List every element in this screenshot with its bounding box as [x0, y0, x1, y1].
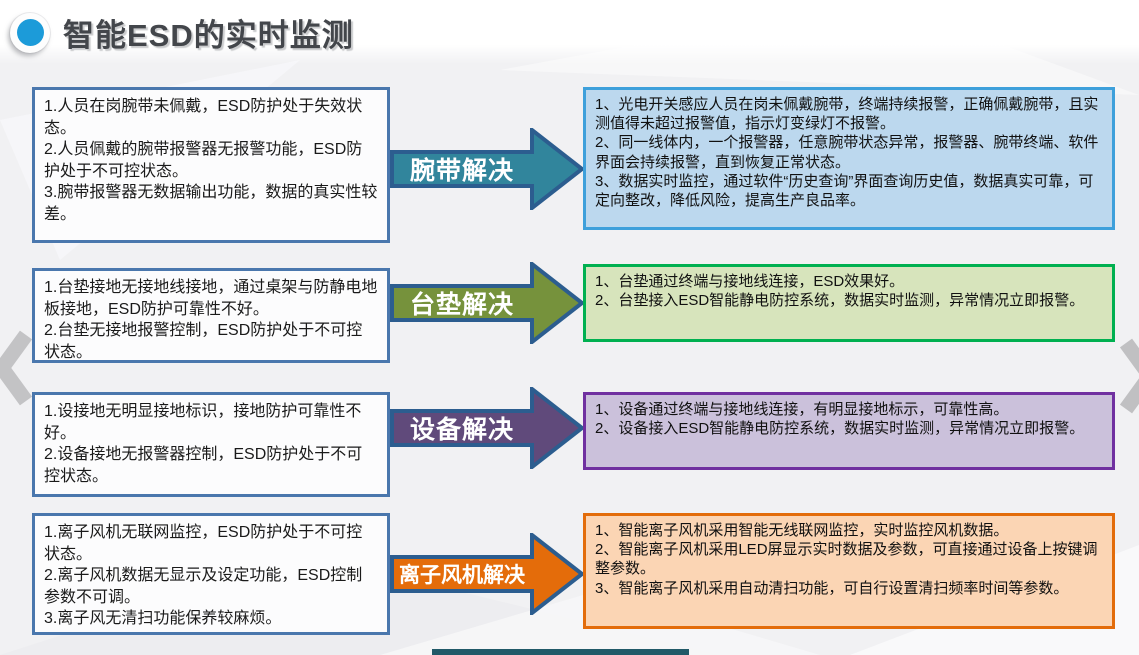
page-title: 智能ESD的实时监测 — [63, 18, 354, 53]
arrow-label-ionizer: 离子风机解决 — [399, 564, 525, 587]
arrow-shape — [390, 387, 584, 469]
solution-box-equipment: 1、设备通过终端与接地线连接，有明显接地标示，可靠性高。 2、设备接入ESD智能… — [583, 392, 1115, 470]
slide-header: 智能ESD的实时监测 — [10, 10, 354, 55]
title-bullet-icon — [10, 12, 50, 53]
chevron-left-icon — [0, 330, 33, 406]
arrow-wristband: 腕带解决 — [390, 128, 584, 210]
arrow-label-wristband: 腕带解决 — [409, 157, 514, 185]
arrow-shape — [390, 128, 584, 210]
problem-box-ionizer: 1.离子风机无联网监控，ESD防护处于不可控状态。 2.离子风机数据无显示及设定… — [32, 513, 390, 635]
carousel-prev-button[interactable] — [0, 328, 33, 408]
blue-dot-icon — [16, 19, 44, 46]
problem-box-wristband: 1.人员在岗腕带未佩戴，ESD防护处于失效状态。 2.人员佩戴的腕带报警器无报警… — [32, 87, 390, 243]
solution-box-wristband: 1、光电开关感应人员在岗未佩戴腕带，终端持续报警，正确佩戴腕带，且实测值得未超过… — [583, 87, 1115, 230]
arrow-equipment: 设备解决 — [390, 387, 584, 469]
problem-box-equipment: 1.设接地无明显接地标识，接地防护可靠性不好。 2.设备接地无报警器控制，ESD… — [32, 392, 390, 497]
arrow-mat: 台垫解决 — [390, 262, 584, 344]
carousel-next-button[interactable] — [1119, 336, 1139, 416]
solution-box-ionizer: 1、智能离子风机采用智能无线联网监控，实时监控风机数据。 2、智能离子风机采用L… — [583, 513, 1115, 629]
arrow-label-equipment: 设备解决 — [409, 416, 514, 444]
arrow-shape — [390, 533, 584, 615]
arrow-shape — [390, 262, 584, 344]
chevron-right-icon — [1119, 338, 1139, 414]
problem-box-mat: 1.台垫接地无接地线接地，通过桌架与防静电地板接地，ESD防护可靠性不好。 2.… — [32, 268, 390, 363]
arrow-label-mat: 台垫解决 — [409, 291, 514, 319]
bottom-progress-bar — [432, 649, 689, 655]
arrow-ionizer: 离子风机解决 — [390, 533, 584, 615]
solution-box-mat: 1、台垫通过终端与接地线连接，ESD效果好。 2、台垫接入ESD智能静电防控系统… — [583, 264, 1115, 342]
header-band — [0, 0, 1139, 64]
